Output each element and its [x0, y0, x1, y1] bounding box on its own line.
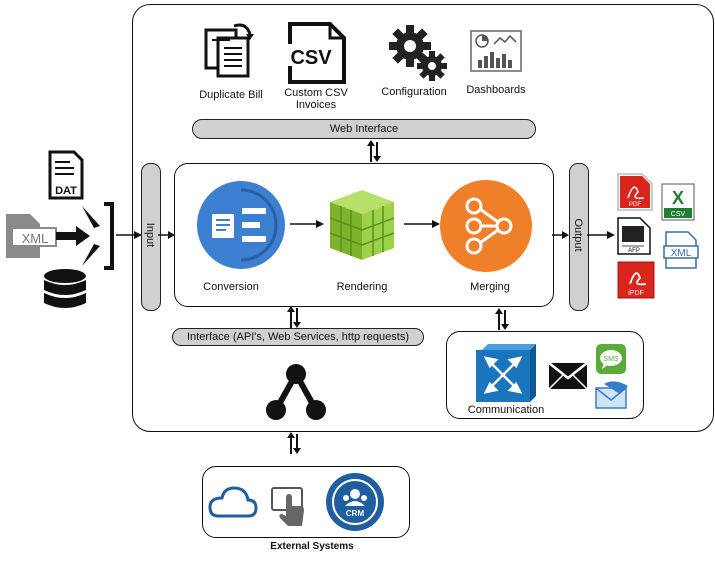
merging-icon — [440, 180, 532, 272]
custom-csv-label-2: Invoices — [295, 99, 337, 111]
pdf-file-icon: PDF — [617, 173, 653, 211]
xml-output-label: XML — [671, 248, 692, 259]
conversion-label: Conversion — [203, 281, 259, 293]
communication-label: Communication — [467, 404, 545, 416]
rendering-icon — [329, 190, 395, 260]
dashboards-label: Dashboards — [466, 84, 526, 96]
external-arrows — [287, 432, 301, 454]
cloud-icon — [208, 486, 258, 518]
input-to-core-arrow — [158, 231, 175, 239]
dat-file-icon — [48, 150, 84, 200]
output-bar — [569, 163, 589, 311]
input-label: Input — [144, 222, 156, 248]
duplicate-bill-label: Duplicate Bill — [199, 89, 263, 101]
excel-x-glyph: X — [672, 188, 684, 208]
core-to-output-arrow — [552, 231, 569, 239]
web-interface-arrows — [367, 140, 381, 162]
conversion-icon — [197, 181, 285, 269]
envelope-icon — [548, 362, 588, 390]
interface-bar: Interface (API's, Web Services, http req… — [172, 328, 424, 346]
ipdf-file-icon: iPDF — [617, 261, 655, 299]
custom-csv-label-1: Custom CSV — [284, 87, 348, 99]
xml-input-label: XML — [21, 231, 49, 246]
communication-switch-icon — [476, 344, 536, 402]
conversion-to-rendering-arrow — [290, 220, 324, 228]
afp-label: AFP — [628, 248, 640, 254]
crm-icon: CRM — [326, 473, 384, 531]
email-icon — [595, 381, 628, 409]
api-hub-icon — [266, 364, 326, 420]
sms-label: SMS — [603, 356, 619, 363]
input-arrow — [116, 231, 142, 239]
duplicate-bill-icon — [204, 23, 254, 78]
csv-icon-text: CSV — [290, 47, 332, 69]
dat-label: DAT — [55, 185, 77, 197]
csv-file-icon: CSV — [288, 22, 346, 84]
merge-arrows-icon — [56, 202, 114, 270]
pdf-label: PDF — [629, 202, 641, 208]
output-label: Output — [572, 218, 584, 252]
configuration-label: Configuration — [381, 86, 447, 98]
core-communication-arrows — [495, 308, 509, 330]
xml-output-icon: XML — [663, 231, 699, 269]
crm-label: CRM — [346, 509, 365, 518]
database-icon — [44, 269, 86, 308]
input-bar — [141, 163, 161, 311]
output-arrow — [587, 231, 615, 239]
merging-label: Merging — [470, 281, 510, 293]
dashboard-icon — [470, 30, 522, 72]
external-systems-label: External Systems — [270, 541, 354, 552]
rendering-label: Rendering — [336, 281, 388, 293]
afp-file-icon: AFP — [617, 217, 651, 255]
core-interface-arrows — [287, 306, 301, 328]
csv-output-icon: X CSV — [661, 183, 695, 221]
ipdf-label: iPDF — [628, 290, 644, 297]
sms-icon: SMS — [596, 344, 626, 374]
gear-icon — [389, 25, 447, 81]
csv-output-label: CSV — [671, 211, 686, 218]
touch-screen-icon — [271, 487, 304, 526]
rendering-to-merging-arrow — [404, 220, 440, 228]
web-interface-bar: Web Interface — [192, 119, 536, 139]
